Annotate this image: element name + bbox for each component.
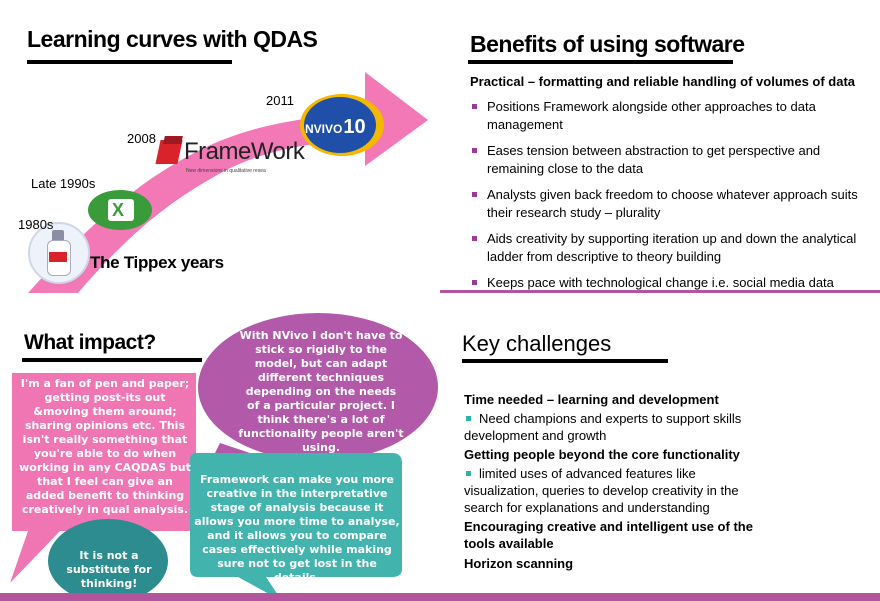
- pink-quote: I'm a fan of pen and paper; getting post…: [19, 377, 191, 516]
- list-item-text: Aids creativity by supporting iteration …: [487, 231, 857, 264]
- slide-title: Benefits of using software: [470, 31, 745, 57]
- excel-icon: X: [88, 190, 152, 230]
- framework-logo-icon: [155, 136, 183, 166]
- benefits-list: Positions Framework alongside other appr…: [470, 98, 870, 293]
- slide-title: Key challenges: [462, 331, 612, 356]
- year-2011: 2011: [266, 93, 294, 108]
- slide-title: Learning curves with QDAS: [27, 26, 318, 52]
- tippex-caption: The Tippex years: [90, 253, 224, 272]
- challenge-heading: Getting people beyond the core functiona…: [464, 447, 740, 462]
- nvivo-logo-icon: NVIVO10: [300, 94, 384, 156]
- tippex-bottle-icon: [28, 222, 90, 284]
- bullet-marker: [472, 236, 477, 241]
- challenge-bullet: limited uses of advanced features like v…: [464, 465, 764, 516]
- year-2008: 2008: [127, 131, 156, 146]
- bullet-marker: [472, 192, 477, 197]
- bullet-marker: [466, 471, 471, 477]
- list-item-text: Eases tension between abstraction to get…: [487, 143, 821, 176]
- slide-subtitle: Practical – formatting and reliable hand…: [470, 74, 856, 89]
- title-underline: [462, 359, 668, 363]
- nvivo-logo-text: NVIVO: [305, 122, 343, 136]
- bullet-marker: [472, 148, 477, 153]
- list-item: Analysts given back freedom to choose wh…: [470, 186, 870, 222]
- list-item: Keeps pace with technological change i.e…: [470, 274, 870, 292]
- bullet-marker: [472, 104, 477, 109]
- slide-benefits: Benefits of using software Practical – f…: [440, 0, 880, 293]
- year-1980s: 1980s: [18, 217, 54, 232]
- nvivo-version: 10: [343, 116, 366, 138]
- slide-title: What impact?: [24, 331, 156, 354]
- framework-logo-text: FrameWork: [184, 138, 305, 165]
- callout-shapes: [10, 313, 438, 601]
- list-item: Eases tension between abstraction to get…: [470, 142, 870, 178]
- year-late-1990s: Late 1990s: [31, 176, 96, 191]
- challenge-bullet-text: Need champions and experts to support sk…: [464, 411, 742, 443]
- title-underline: [468, 60, 733, 64]
- slide-bottom-bar: [440, 593, 880, 601]
- list-item-text: Positions Framework alongside other appr…: [487, 99, 816, 132]
- slide-key-challenges: Key challenges Time needed – learning an…: [440, 293, 880, 601]
- list-item: Positions Framework alongside other appr…: [470, 98, 870, 134]
- purple-quote: With NVivo I don't have to stick so rigi…: [238, 329, 404, 454]
- challenge-heading: Time needed – learning and development: [464, 392, 719, 407]
- slide-bottom-bar: [0, 593, 440, 601]
- slide-bottom-bar: [440, 290, 880, 293]
- challenge-heading: Horizon scanning: [464, 556, 574, 571]
- title-underline: [27, 60, 232, 64]
- challenge-bullet-text: limited uses of advanced features like v…: [464, 466, 739, 515]
- small-quote: It is not a substitute for thinking!: [66, 549, 152, 590]
- list-item: Aids creativity by supporting iteration …: [470, 230, 870, 266]
- slide-learning-curves: Learning curves with QDAS X FrameWork Ne…: [0, 0, 440, 293]
- list-item-text: Analysts given back freedom to choose wh…: [487, 187, 858, 220]
- slide-what-impact: What impact? I'm a fan of pen and paper;…: [0, 293, 440, 601]
- bullet-marker: [472, 280, 477, 285]
- challenge-bullet: Need champions and experts to support sk…: [464, 410, 764, 444]
- title-underline: [22, 358, 202, 362]
- bullet-marker: [466, 416, 471, 422]
- framework-tagline: New dimensions in qualitative research: [186, 168, 266, 174]
- list-item-text: Keeps pace with technological change i.e…: [487, 275, 834, 290]
- challenge-heading: Encouraging creative and intelligent use…: [464, 519, 753, 551]
- teal-quote: Framework can make you more creative in …: [194, 473, 400, 584]
